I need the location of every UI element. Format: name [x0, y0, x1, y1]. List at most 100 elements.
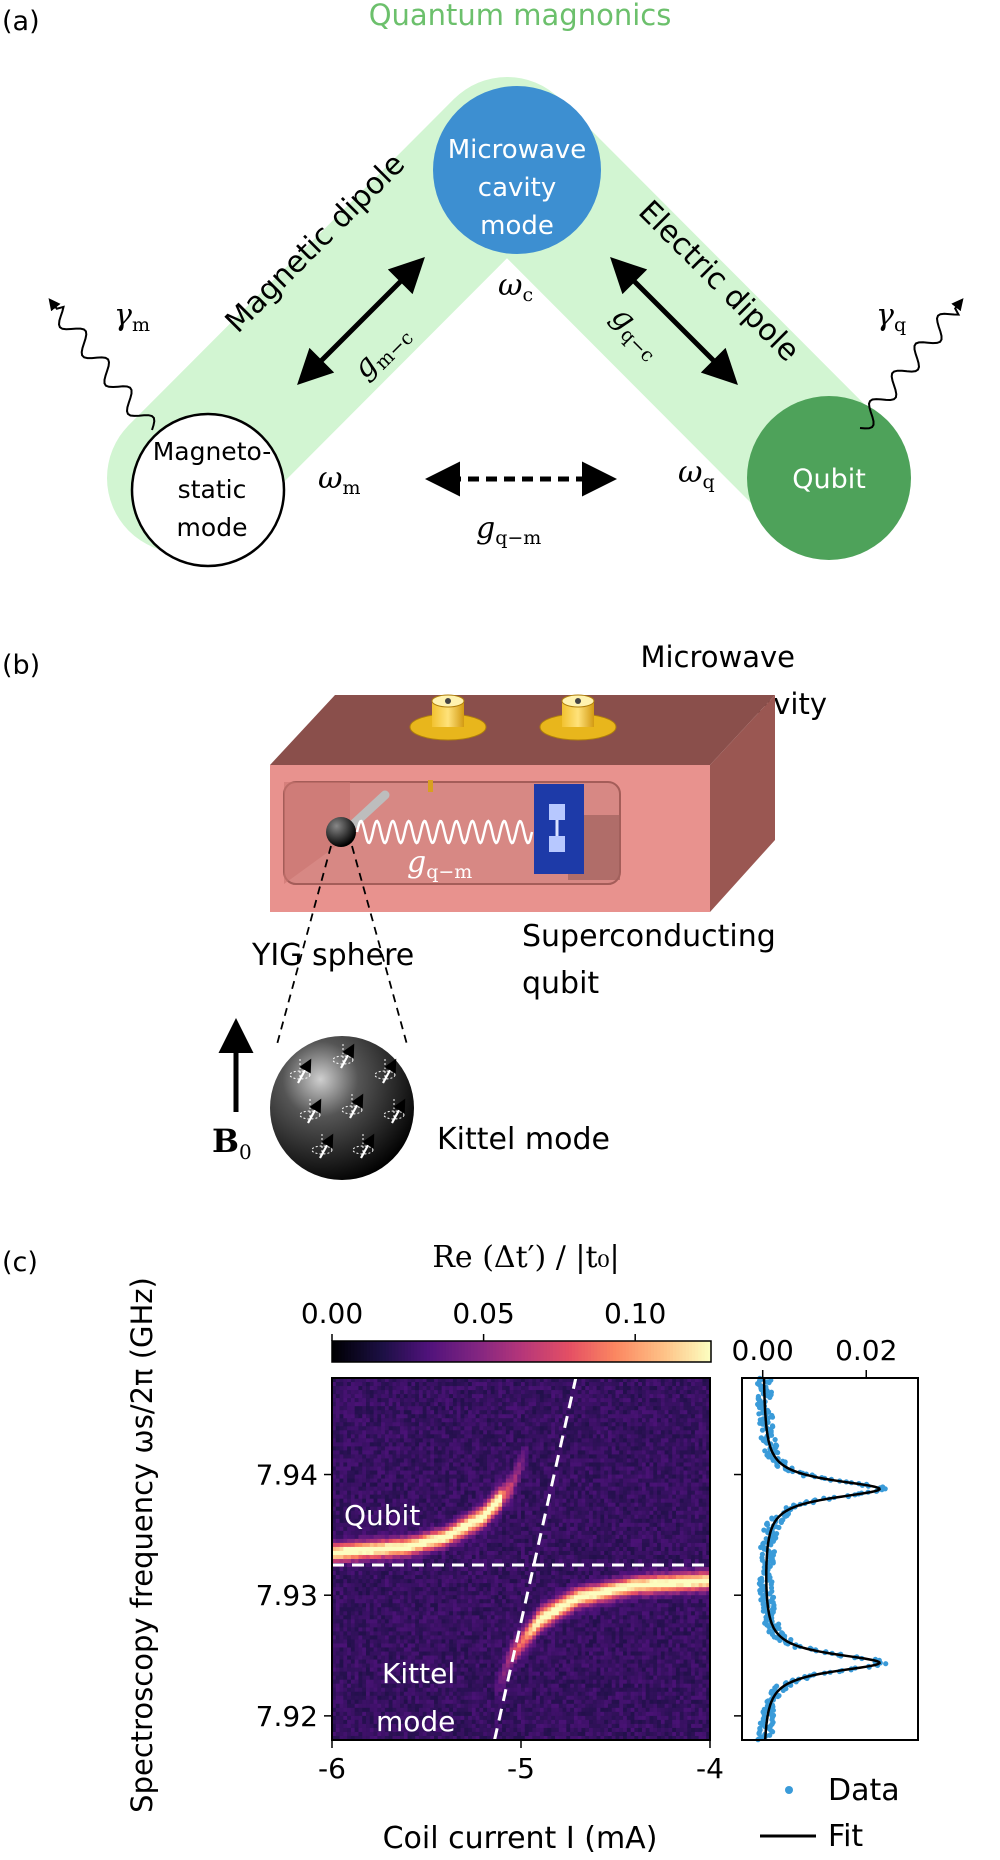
heatmap-cell	[461, 1454, 465, 1459]
heatmap-cell	[479, 1607, 483, 1612]
heatmap-cell	[461, 1458, 465, 1463]
heatmap-cell	[408, 1627, 412, 1632]
heatmap-cell	[381, 1466, 385, 1471]
heatmap-cell	[491, 1692, 495, 1697]
heatmap-cell	[419, 1382, 423, 1387]
heatmap-cell	[351, 1551, 355, 1556]
heatmap-cell	[461, 1523, 465, 1528]
heatmap-cell	[529, 1720, 533, 1725]
heatmap-cell	[374, 1535, 378, 1540]
heatmap-cell	[491, 1475, 495, 1480]
heatmap-cell	[362, 1724, 366, 1729]
heatmap-cell	[525, 1539, 529, 1544]
heatmap-cell	[464, 1607, 468, 1612]
heatmap-cell	[457, 1700, 461, 1705]
heatmap-cell	[521, 1438, 525, 1443]
heatmap-cell	[374, 1696, 378, 1701]
heatmap-cell	[389, 1627, 393, 1632]
heatmap-cell	[419, 1567, 423, 1572]
heatmap-cell	[389, 1696, 393, 1701]
heatmap-cell	[358, 1708, 362, 1713]
heatmap-cell	[442, 1631, 446, 1636]
heatmap-cell	[442, 1615, 446, 1620]
heatmap-cell	[487, 1475, 491, 1480]
heatmap-cell	[495, 1583, 499, 1588]
heatmap-cell	[498, 1635, 502, 1640]
heatmap-cell	[389, 1692, 393, 1697]
heatmap-cell	[385, 1692, 389, 1697]
heatmap-cell	[487, 1418, 491, 1423]
heatmap-cell	[355, 1692, 359, 1697]
heatmap-cell	[468, 1434, 472, 1439]
heatmap-cell	[396, 1615, 400, 1620]
heatmap-cell	[445, 1631, 449, 1636]
heatmap-cell	[434, 1475, 438, 1480]
heatmap-cell	[434, 1406, 438, 1411]
heatmap-cell	[442, 1551, 446, 1556]
heatmap-cell	[510, 1696, 514, 1701]
heatmap-cell	[491, 1547, 495, 1552]
heatmap-cell	[479, 1619, 483, 1624]
kittel-mode-label: Kittel mode	[437, 1122, 610, 1157]
heatmap-cell	[389, 1591, 393, 1596]
heatmap-cell	[457, 1466, 461, 1471]
heatmap-cell	[343, 1591, 347, 1596]
heatmap-cell	[415, 1539, 419, 1544]
heatmap-cell	[498, 1466, 502, 1471]
heatmap-cell	[510, 1511, 514, 1516]
heatmap-cell	[415, 1647, 419, 1652]
heatmap-cell	[483, 1543, 487, 1548]
heatmap-cell	[479, 1458, 483, 1463]
heatmap-cell	[468, 1462, 472, 1467]
heatmap-cell	[464, 1668, 468, 1673]
heatmap-cell	[415, 1692, 419, 1697]
heatmap-cell	[415, 1559, 419, 1564]
heatmap-cell	[495, 1422, 499, 1427]
heatmap-cell	[389, 1430, 393, 1435]
heatmap-cell	[411, 1462, 415, 1467]
heatmap-cell	[415, 1487, 419, 1492]
heatmap-cell	[513, 1471, 517, 1476]
heatmap-cell	[476, 1591, 480, 1596]
heatmap-cell	[358, 1643, 362, 1648]
heatmap-cell	[404, 1414, 408, 1419]
heatmap-cell	[449, 1543, 453, 1548]
heatmap-cell	[408, 1647, 412, 1652]
heatmap-cell	[430, 1523, 434, 1528]
heatmap-cell	[355, 1611, 359, 1616]
heatmap-cell	[358, 1583, 362, 1588]
heatmap-cell	[468, 1519, 472, 1524]
heatmap-cell	[404, 1551, 408, 1556]
heatmap-cell	[525, 1720, 529, 1725]
heatmap-cell	[370, 1639, 374, 1644]
heatmap-cell	[430, 1406, 434, 1411]
heatmap-cell	[461, 1696, 465, 1701]
heatmap-cell	[479, 1664, 483, 1669]
heatmap-cell	[415, 1438, 419, 1443]
heatmap-cell	[529, 1708, 533, 1713]
heatmap-cell	[498, 1684, 502, 1689]
heatmap-cell	[358, 1716, 362, 1721]
heatmap-cell	[457, 1647, 461, 1652]
heatmap-cell	[400, 1631, 404, 1636]
heatmap-cell	[336, 1559, 340, 1564]
heatmap-cell	[449, 1458, 453, 1463]
heatmap-cell	[479, 1639, 483, 1644]
heatmap-cell	[513, 1426, 517, 1431]
heatmap-cell	[336, 1475, 340, 1480]
heatmap-cell	[457, 1720, 461, 1725]
heatmap-cell	[453, 1567, 457, 1572]
heatmap-cell	[427, 1571, 431, 1576]
heatmap-cell	[392, 1382, 396, 1387]
heatmap-cell	[468, 1595, 472, 1600]
heatmap-cell	[521, 1454, 525, 1459]
heatmap-cell	[495, 1406, 499, 1411]
heatmap-cell	[476, 1551, 480, 1556]
heatmap-cell	[347, 1652, 351, 1657]
heatmap-cell	[351, 1660, 355, 1665]
heatmap-cell	[472, 1692, 476, 1697]
heatmap-cell	[445, 1462, 449, 1467]
heatmap-cell	[506, 1491, 510, 1496]
heatmap-cell	[495, 1418, 499, 1423]
heatmap-cell	[506, 1700, 510, 1705]
